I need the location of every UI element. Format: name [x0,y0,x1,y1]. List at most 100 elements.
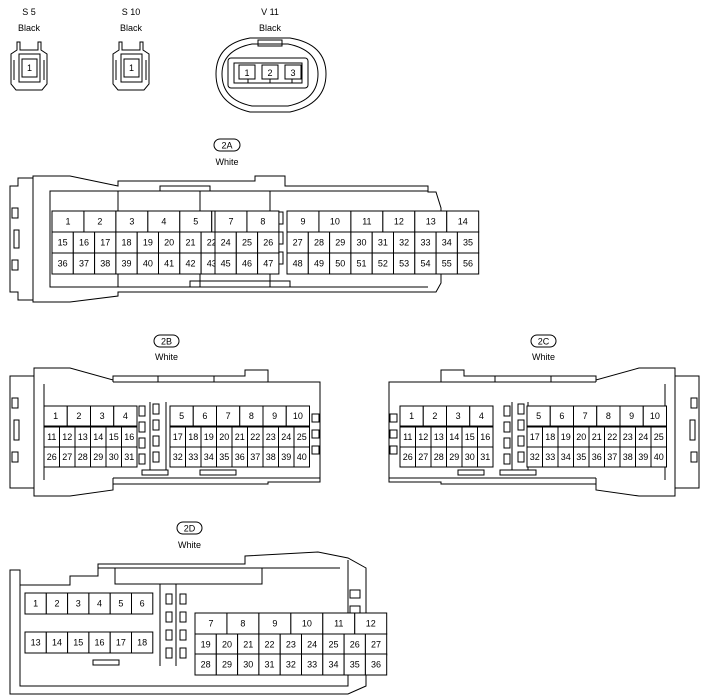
pin-label: 23 [266,432,276,442]
pin-label: 26 [350,640,360,650]
pin-label: 22 [607,432,617,442]
pin-label: 21 [185,238,195,248]
pin-cell [113,405,138,427]
connector-2c-name: 2C [538,337,550,347]
pin-label: 32 [399,238,409,248]
pin-label: 19 [201,640,211,650]
pin-label: 27 [418,452,428,462]
pin-label: 26 [263,238,273,248]
pin-label: 42 [185,259,195,269]
pin-label: 28 [434,452,444,462]
connector-2c-badge [530,334,557,348]
connector-2b-color: White [155,352,178,362]
pin-label: 18 [545,432,555,442]
pin-label: 7 [583,411,588,421]
pin-label: 33 [420,238,430,248]
connector-2c-color: White [532,352,555,362]
pin-label: 21 [235,432,245,442]
pin-label: 2 [267,68,272,78]
pin-label: 6 [202,411,207,421]
pin-label: 31 [124,452,134,462]
pin-label: 28 [314,238,324,248]
pin-label: 12 [394,217,404,227]
connector-s10-color: Black [120,23,143,33]
pin-label: 30 [465,452,475,462]
connector-2d-badge [176,521,203,535]
pin-label: 1 [409,411,414,421]
pin-label: 43 [207,259,217,269]
pin-label: 34 [204,452,214,462]
pin-label: 12 [418,432,428,442]
pin-label: 11 [362,217,371,227]
pin-label: 9 [272,619,277,629]
pin-label: 1 [33,599,38,609]
pin-label: 15 [109,432,119,442]
connector-s10-name: S 10 [122,7,141,17]
connector-2a-name: 2A [221,141,232,151]
pin-label: 10 [302,619,312,629]
pin-label: 46 [242,259,252,269]
pin-label: 31 [480,452,490,462]
connector-s10: S 10 Black 1 [112,7,150,91]
pin-label: 9 [629,411,634,421]
pin-label: 14 [52,638,62,648]
pin-label: 26 [403,452,413,462]
pin-label: 1 [244,68,249,78]
pin-label: 6 [559,411,564,421]
pin-label: 5 [118,599,123,609]
pin-label: 1 [129,63,134,73]
pin-label: 1 [53,411,58,421]
pin-label: 4 [123,411,128,421]
pin-cell [257,252,280,275]
pin-label: 29 [222,660,232,670]
pin-label: 13 [426,217,436,227]
pin-label: 24 [221,238,231,248]
pin-label: 40 [143,259,153,269]
pin-label: 18 [122,238,132,248]
pin-label: 13 [78,432,88,442]
pin-label: 22 [250,432,260,442]
pin-label: 9 [272,411,277,421]
pin-label: 4 [479,411,484,421]
pin-label: 28 [201,660,211,670]
pin-label: 3 [100,411,105,421]
connector-2d-color: White [178,540,201,550]
pin-label: 27 [371,640,381,650]
pin-label: 6 [140,599,145,609]
pin-label: 16 [79,238,89,248]
pin-label: 11 [403,432,412,442]
pin-label: 54 [420,259,430,269]
pin-label: 8 [249,411,254,421]
connector-2a-badge [213,138,241,152]
pin-label: 37 [607,452,617,462]
pin-label: 27 [293,238,303,248]
pin-label: 52 [378,259,388,269]
pin-label: 39 [281,452,291,462]
pin-cell [650,446,667,468]
pin-label: 24 [307,640,317,650]
pin-label: 9 [300,217,305,227]
pin-label: 53 [399,259,409,269]
pin-cell [469,405,494,427]
pin-label: 28 [78,452,88,462]
pin-label: 11 [47,432,56,442]
connector-s10-body [112,41,150,91]
connector-2a: 2A White 123456151617 [9,138,480,303]
pin-label: 5 [179,411,184,421]
pin-label: 1 [65,217,70,227]
pin-label: 10 [293,411,303,421]
pin-label: 12 [366,619,376,629]
pin-cell [131,631,154,654]
pin-label: 34 [328,660,338,670]
connector-2a-color: White [215,157,238,167]
connector-v11-color: Black [259,23,282,33]
pin-label: 3 [76,599,81,609]
pin-label: 35 [576,452,586,462]
pin-label: 47 [263,259,273,269]
pin-label: 17 [100,238,110,248]
